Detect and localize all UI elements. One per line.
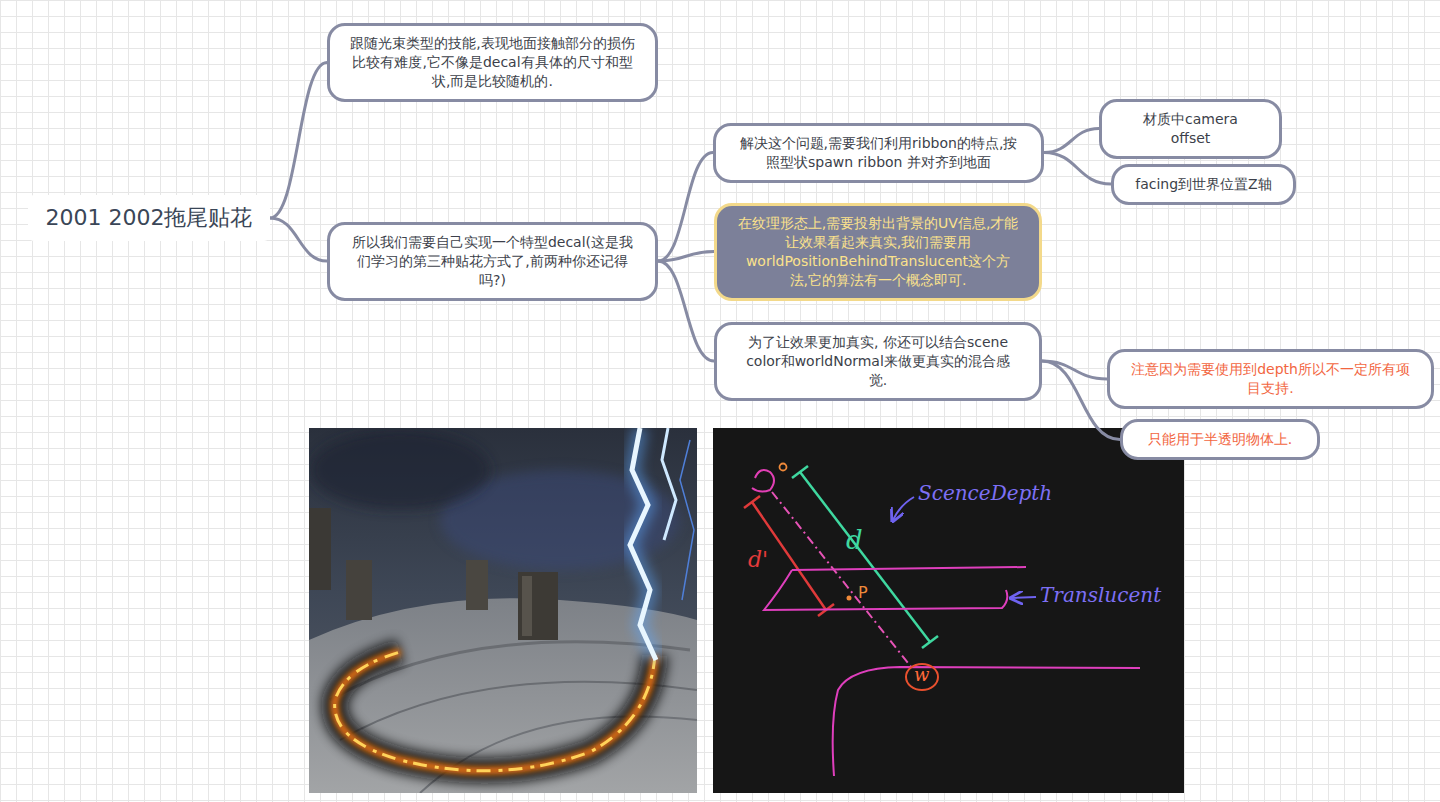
sketch-label: d [846, 526, 863, 555]
node-text: 2001 2002拖尾贴花 [46, 204, 253, 232]
node-text: 只能用于半透明物体上. [1148, 430, 1292, 449]
topic-box: 跟随光束类型的技能,表现地面接触部分的损伤比较有难度,它不像是decal有具体的… [327, 23, 658, 102]
sketch-label: Translucent [1040, 584, 1161, 606]
branch-connector [270, 63, 327, 219]
node-text: 解决这个问题,需要我们利用ribbon的特点,按照型状spawn ribbon … [736, 134, 1021, 172]
branch-connector [1044, 129, 1099, 153]
root-topic: 2001 2002拖尾贴花 [28, 195, 270, 241]
branch-connector [658, 261, 714, 361]
sketch-label: w [914, 665, 929, 685]
topic-box: facing到世界位置Z轴 [1111, 164, 1296, 205]
node-text: facing到世界位置Z轴 [1135, 175, 1271, 194]
sketch-label: ScenceDepth [918, 482, 1052, 504]
sketch-label: P [858, 584, 868, 602]
depth-sketch [713, 428, 1184, 793]
topic-box: 材质中camera offset [1099, 99, 1282, 159]
topic-box: 为了让效果更加真实, 你还可以结合scene color和worldNormal… [714, 322, 1042, 401]
warning-box: 注意因为需要使用到depth所以不一定所有项目支持. [1107, 349, 1434, 409]
game-screenshot [309, 428, 697, 793]
node-text: 在纹理形态上,需要投射出背景的UV信息,才能让效果看起来真实,我们需要用worl… [737, 214, 1019, 290]
highlight-box: 在纹理形态上,需要投射出背景的UV信息,才能让效果看起来真实,我们需要用worl… [714, 203, 1042, 301]
node-text: 跟随光束类型的技能,表现地面接触部分的损伤比较有难度,它不像是decal有具体的… [350, 34, 635, 91]
topic-box: 所以我们需要自己实现一个特型decal(这是我们学习的第三种贴花方式了,前两种你… [327, 222, 658, 301]
topic-box: 解决这个问题,需要我们利用ribbon的特点,按照型状spawn ribbon … [713, 123, 1044, 183]
node-text: 所以我们需要自己实现一个特型decal(这是我们学习的第三种贴花方式了,前两种你… [350, 233, 635, 290]
branch-connector [658, 252, 714, 262]
branch-connector [658, 153, 713, 262]
node-text: 注意因为需要使用到depth所以不一定所有项目支持. [1130, 360, 1411, 398]
node-text: 为了让效果更加真实, 你还可以结合scene color和worldNormal… [737, 333, 1019, 390]
warning-box: 只能用于半透明物体上. [1120, 419, 1320, 460]
sketch-label: d' [748, 548, 768, 572]
branch-connector [1044, 153, 1111, 185]
node-text: 材质中camera offset [1122, 110, 1259, 148]
branch-connector [270, 218, 327, 261]
